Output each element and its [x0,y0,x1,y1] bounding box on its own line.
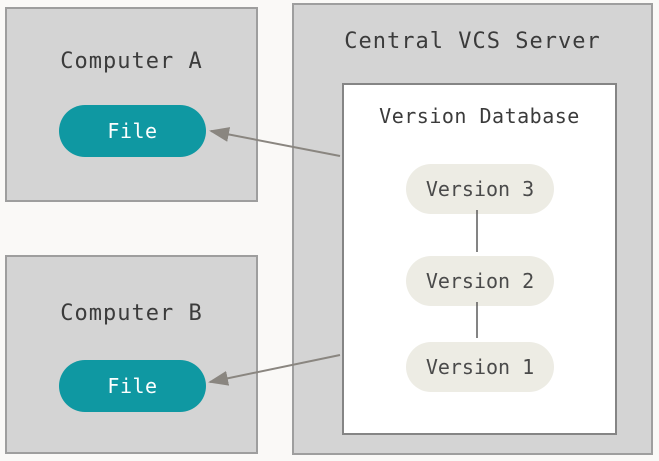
computer-b-file-label: File [107,374,158,398]
version-database-box: Version Database Version 3 Version 2 Ver… [342,83,617,435]
computer-a-file-label: File [107,119,158,143]
computer-a-box: Computer A File [5,7,258,202]
version-2-pill: Version 2 [406,256,554,306]
version-3-label: Version 3 [425,177,535,201]
version-1-pill: Version 1 [406,342,554,392]
version-database-title: Version Database [379,104,580,128]
computer-b-file-pill: File [59,360,206,412]
computer-a-title: Computer A [60,49,203,74]
version-2-label: Version 2 [425,269,535,293]
computer-b-title: Computer B [60,301,203,326]
computer-a-file-pill: File [59,105,206,157]
central-vcs-server-title: Central VCS Server [344,29,601,54]
computer-b-box: Computer B File [5,255,258,454]
central-vcs-server-box: Central VCS Server Version Database Vers… [292,3,653,455]
version-1-label: Version 1 [425,355,535,379]
version-3-pill: Version 3 [406,164,554,214]
